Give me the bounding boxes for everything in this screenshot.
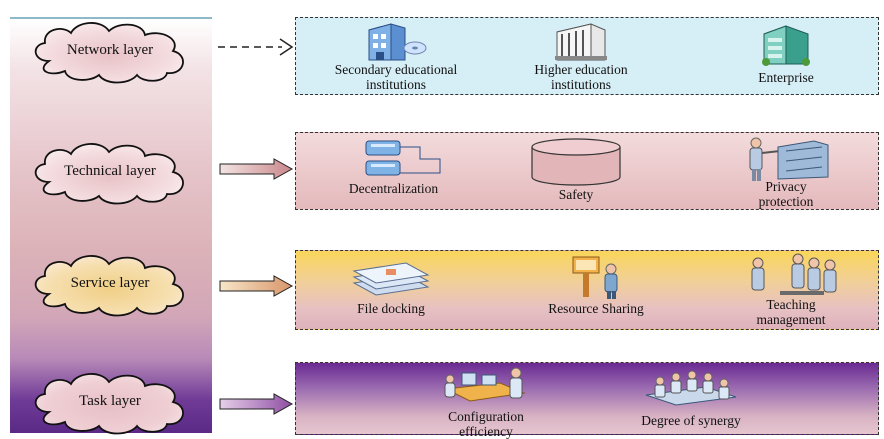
safety-item: Safety [511, 137, 641, 202]
item-label: Enterprise [758, 70, 814, 85]
database-cylinder-icon [531, 138, 621, 186]
technical-layer-cloud: Technical layer [25, 138, 195, 204]
file-docking-item: File docking [316, 257, 466, 316]
item-label: Resource Sharing [548, 301, 644, 316]
layer-label: Network layer [66, 41, 154, 58]
layer-column [10, 17, 212, 433]
workers-desk-icon [444, 367, 526, 402]
layer-label: Service layer [70, 274, 150, 291]
presenter-icon [572, 256, 618, 299]
school-building-icon [368, 23, 427, 61]
block-arrow-icon [219, 158, 294, 180]
degree-of-synergy-item: Degree of synergy [616, 365, 766, 428]
block-arrow-icon [219, 275, 294, 297]
meeting-table-icon [645, 370, 737, 406]
block-arrow-icon [219, 393, 294, 415]
item-label: Decentralization [348, 181, 439, 196]
item-label: Degree of synergy [641, 413, 741, 428]
enterprise-item: Enterprise [716, 20, 856, 85]
people-group-icon [751, 253, 837, 295]
networked-phones-icon [365, 140, 440, 176]
item-label: File docking [357, 301, 425, 316]
layer-label: Technical layer [64, 162, 156, 179]
layer-label: Task layer [79, 392, 141, 409]
task-layer-cloud: Task layer [25, 368, 195, 434]
enterprise-building-icon [762, 25, 810, 66]
resource-sharing-item: Resource Sharing [516, 253, 676, 316]
decentralization-item: Decentralization [316, 137, 471, 196]
document-stack-icon [352, 262, 430, 296]
service-layer-cloud: Service layer [25, 250, 195, 316]
item-label: Safety [558, 187, 594, 202]
server-rack-person-icon [749, 137, 829, 181]
university-building-icon [555, 23, 607, 61]
dashed-arrow-icon [218, 38, 294, 56]
network-layer-cloud: Network layer [25, 17, 195, 83]
